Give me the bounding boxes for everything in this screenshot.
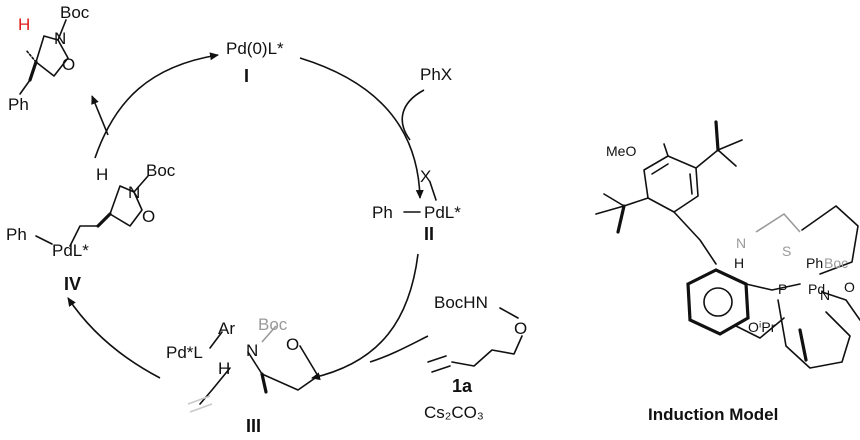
model-meo: MeO bbox=[606, 143, 636, 159]
catalyst-II-pd: PdL* bbox=[424, 203, 461, 222]
catalyst-III: Pd*L Ar H Boc N O III bbox=[166, 315, 319, 436]
catalyst-III-pd: Pd*L bbox=[166, 343, 203, 362]
catalyst-IV-h: H bbox=[96, 165, 108, 184]
catalytic-cycle bbox=[67, 52, 429, 381]
substrate-bochn: BocHN bbox=[434, 293, 488, 312]
product-h: H bbox=[18, 15, 30, 34]
catalyst-I-formula: Pd(0)L* bbox=[226, 39, 284, 58]
catalyst-II-x: X bbox=[420, 167, 431, 186]
catalyst-II-ph: Ph bbox=[372, 203, 393, 222]
model-ph: Ph bbox=[806, 255, 823, 271]
model-h: H bbox=[734, 255, 744, 271]
induction-model: MeO H N S P Pd Ph Boc N O OⁱPr Induction… bbox=[595, 120, 860, 424]
product-n: N bbox=[54, 29, 66, 48]
arrow-product-release bbox=[91, 95, 109, 136]
product-structure: H Boc N O Ph bbox=[8, 3, 90, 114]
catalyst-III-h: H bbox=[218, 359, 230, 378]
product-ph: Ph bbox=[8, 95, 29, 114]
catalyst-IV-label: IV bbox=[64, 274, 81, 294]
catalyst-III-o: O bbox=[286, 335, 299, 354]
product-boc: Boc bbox=[60, 3, 90, 22]
model-p: P bbox=[778, 281, 787, 297]
catalyst-III-n: N bbox=[246, 341, 258, 360]
catalyst-IV-o: O bbox=[142, 207, 155, 226]
arrow-substrate-entry bbox=[369, 335, 429, 363]
substrate-label: 1a bbox=[452, 376, 473, 396]
substrate-o: O bbox=[514, 319, 527, 338]
product-o: O bbox=[62, 55, 75, 74]
catalyst-IV-ph: Ph bbox=[6, 225, 27, 244]
catalyst-II-label: II bbox=[424, 224, 434, 244]
catalyst-I: Pd(0)L* I bbox=[226, 39, 284, 86]
model-n: N bbox=[736, 235, 746, 251]
substrate-base: Cs₂CO₃ bbox=[424, 403, 484, 422]
model-pd: Pd bbox=[808, 281, 825, 297]
catalyst-III-label: III bbox=[246, 416, 261, 436]
catalyst-IV-boc: Boc bbox=[146, 161, 176, 180]
model-o: O bbox=[844, 279, 855, 295]
catalyst-III-ar: Ar bbox=[218, 319, 235, 338]
model-oipr: OⁱPr bbox=[748, 319, 776, 335]
catalyst-IV: H Boc N O Ph PdL* IV bbox=[6, 161, 176, 294]
catalyst-IV-pd: PdL* bbox=[52, 241, 89, 260]
substrate-1a: BocHN O 1a Cs₂CO₃ bbox=[424, 293, 527, 422]
catalyst-II: X Ph PdL* II bbox=[372, 167, 461, 244]
model-s: S bbox=[782, 243, 791, 259]
model-boc: Boc bbox=[824, 255, 848, 271]
arrow-I-to-II bbox=[299, 57, 424, 199]
reagent-phx: PhX bbox=[420, 65, 452, 84]
catalyst-I-label: I bbox=[244, 66, 249, 86]
arrow-III-to-IV bbox=[67, 297, 161, 379]
model-title: Induction Model bbox=[648, 405, 778, 424]
catalyst-IV-n: N bbox=[128, 183, 140, 202]
catalyst-III-boc: Boc bbox=[258, 315, 288, 334]
model-n2: N bbox=[820, 287, 830, 303]
arrow-II-to-III bbox=[311, 253, 419, 381]
arrow-IV-to-I bbox=[94, 52, 219, 159]
arrow-phx-entry bbox=[401, 89, 425, 141]
